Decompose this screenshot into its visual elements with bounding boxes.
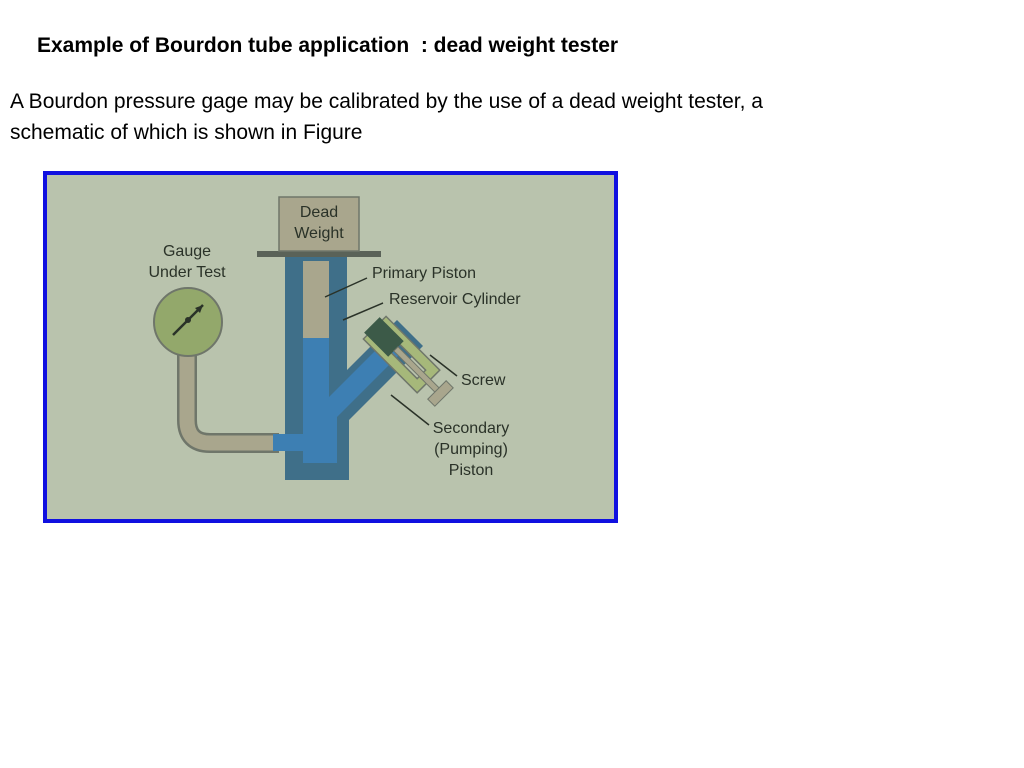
label-screw: Screw <box>461 372 506 389</box>
leader-reservoir-cylinder <box>342 302 384 321</box>
gauge-needle-tip <box>195 305 203 313</box>
slide-body-text: A Bourdon pressure gage may be calibrate… <box>10 90 763 144</box>
label-reservoir-cylinder: Reservoir Cylinder <box>389 291 521 308</box>
leader-secondary-piston <box>390 394 430 426</box>
label-piston: Piston <box>449 462 493 479</box>
leader-primary-piston <box>324 277 368 298</box>
screw-handle <box>427 380 454 407</box>
weight-platform <box>257 251 381 257</box>
dead-weight-tester-schematic: Dead Weight Gauge Under Test Primary Pis… <box>148 196 521 480</box>
label-pumping: (Pumping) <box>434 441 508 458</box>
dead-weight-tester-figure: Dead Weight Gauge Under Test Primary Pis… <box>43 171 618 523</box>
screw-housing-group <box>362 315 454 407</box>
leader-screw <box>429 354 458 377</box>
fluid-channel <box>273 434 307 451</box>
label-under-test: Under Test <box>148 264 226 281</box>
hydraulic-fluid <box>303 338 399 463</box>
secondary-piston <box>364 317 404 357</box>
gauge-pivot <box>185 317 191 323</box>
gauge-connecting-tube <box>179 323 279 451</box>
dead-weight-block <box>278 196 360 252</box>
label-dead: Dead <box>300 204 338 221</box>
primary-piston <box>303 261 329 338</box>
label-weight: Weight <box>294 225 344 242</box>
slide-title: Example of Bourdon tube application : de… <box>37 34 619 57</box>
label-primary-piston: Primary Piston <box>372 265 476 282</box>
label-gauge: Gauge <box>163 243 211 260</box>
label-secondary: Secondary <box>433 420 510 437</box>
